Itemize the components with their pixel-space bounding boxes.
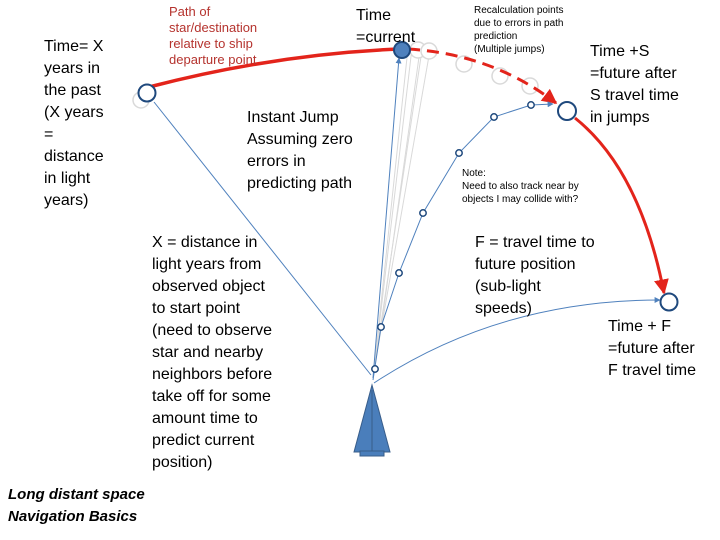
time-current-label: Time=current xyxy=(356,7,416,46)
star-path-jumps xyxy=(407,47,558,105)
instant-jump-line xyxy=(372,57,402,379)
ship-triangle-icon xyxy=(353,383,391,457)
recalc-guide-lines xyxy=(373,47,431,371)
current-position-node xyxy=(393,41,411,59)
future-f-position-node xyxy=(659,292,679,312)
star-path-sublight xyxy=(574,116,669,295)
star-path-past xyxy=(148,47,401,89)
recalc-nodes xyxy=(371,101,535,373)
future-s-position-node xyxy=(557,101,577,121)
past-position-node xyxy=(137,83,157,103)
observation-line xyxy=(153,101,372,376)
sublight-travel-path xyxy=(373,297,661,384)
multi-jump-path xyxy=(372,101,554,381)
